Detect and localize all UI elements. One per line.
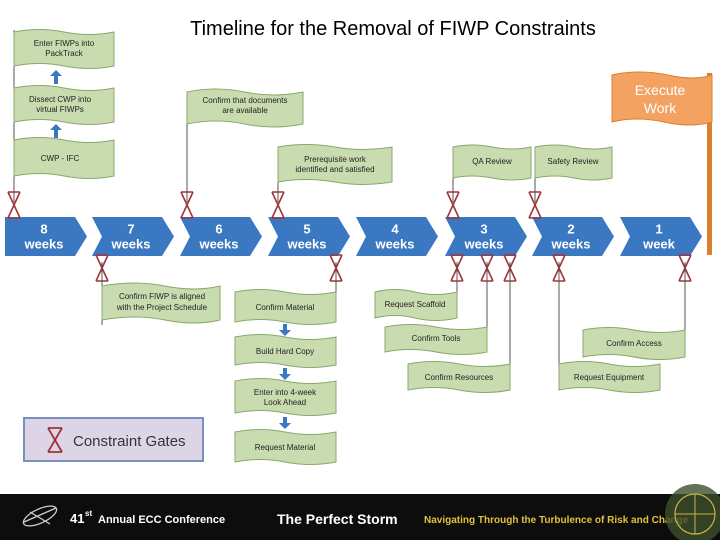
- svg-text:Enter FIWPs into: Enter FIWPs into: [34, 39, 95, 48]
- week-unit: weeks: [463, 237, 503, 252]
- svg-text:QA Review: QA Review: [472, 157, 512, 166]
- svg-text:Enter into 4-week: Enter into 4-week: [254, 388, 317, 397]
- svg-text:Confirm FIWP is aligned: Confirm FIWP is aligned: [119, 292, 205, 301]
- flag-enter-lookahead: Enter into 4-week Look Ahead: [234, 378, 337, 416]
- svg-text:with the Project Schedule: with the Project Schedule: [116, 303, 208, 312]
- flag-enter-fiwps: Enter FIWPs into PackTrack: [13, 29, 115, 69]
- constraint-gate-icon: [271, 191, 285, 219]
- top-stack-arrows: [50, 70, 62, 138]
- week-number: 8: [40, 222, 47, 237]
- execute-work-flag: Execute Work: [611, 71, 713, 255]
- svg-text:Work: Work: [644, 100, 677, 116]
- up-arrow-icon: [50, 70, 62, 84]
- legend-label: Constraint Gates: [73, 433, 186, 450]
- svg-text:Request Equipment: Request Equipment: [574, 373, 645, 382]
- constraint-gate-icon: [47, 427, 63, 453]
- svg-text:virtual FIWPs: virtual FIWPs: [36, 105, 84, 114]
- svg-text:Confirm Resources: Confirm Resources: [425, 373, 493, 382]
- flag-dissect-cwp: Dissect CWP into virtual FIWPs: [13, 85, 115, 125]
- constraint-gate-icon: [528, 191, 542, 219]
- week-unit: weeks: [198, 237, 238, 252]
- svg-text:Build Hard Copy: Build Hard Copy: [256, 347, 314, 356]
- svg-text:CWP - IFC: CWP - IFC: [41, 154, 80, 163]
- week-unit: weeks: [374, 237, 414, 252]
- flag-request-scaffold: Request Scaffold: [374, 289, 458, 321]
- week-unit: weeks: [550, 237, 590, 252]
- svg-text:Request Scaffold: Request Scaffold: [385, 300, 446, 309]
- constraint-gate-icon: [7, 191, 21, 219]
- flag-qa-review: QA Review: [452, 144, 532, 181]
- flag-confirm-fiwp: Confirm FIWP is aligned with the Project…: [101, 282, 221, 324]
- flag-confirm-material: Confirm Material: [234, 289, 337, 325]
- flag-confirm-resources: Confirm Resources: [407, 361, 511, 393]
- flag-request-equipment: Request Equipment: [558, 361, 661, 393]
- flag-confirm-access: Confirm Access: [582, 327, 686, 360]
- conference-suffix: st: [85, 509, 92, 518]
- svg-text:identified and satisfied: identified and satisfied: [295, 165, 374, 174]
- svg-text:Dissect CWP into: Dissect CWP into: [29, 95, 92, 104]
- down-arrow-icon: [279, 368, 291, 380]
- conference-number: 41: [70, 511, 84, 526]
- globe-graphic-icon: [665, 484, 720, 540]
- svg-text:Confirm Access: Confirm Access: [606, 339, 662, 348]
- conference-name: Annual ECC Conference: [98, 514, 225, 526]
- week-number: 5: [303, 222, 310, 237]
- footer-banner: 41 st Annual ECC Conference The Perfect …: [0, 484, 720, 540]
- down-arrow-icon: [279, 417, 291, 429]
- svg-text:PackTrack: PackTrack: [45, 49, 83, 58]
- svg-text:Confirm Material: Confirm Material: [256, 303, 315, 312]
- flag-confirm-tools: Confirm Tools: [384, 324, 488, 355]
- flag-request-material: Request Material: [234, 429, 337, 465]
- conference-logo-icon: [22, 505, 58, 527]
- flag-safety-review: Safety Review: [534, 144, 613, 181]
- constraint-gate-icon: [180, 191, 194, 219]
- week-number: 2: [567, 222, 574, 237]
- svg-text:Confirm that documents: Confirm that documents: [203, 96, 288, 105]
- svg-text:Prerequisite work: Prerequisite work: [304, 155, 367, 164]
- week-number: 4: [391, 222, 399, 237]
- week-unit: weeks: [23, 237, 63, 252]
- svg-text:Request Material: Request Material: [255, 443, 316, 452]
- svg-text:Confirm Tools: Confirm Tools: [412, 334, 461, 343]
- down-arrow-icon: [279, 324, 291, 336]
- svg-text:Execute: Execute: [635, 82, 686, 98]
- up-arrow-icon: [50, 124, 62, 138]
- week-unit: week: [642, 237, 676, 252]
- week-unit: weeks: [286, 237, 326, 252]
- week-number: 3: [480, 222, 487, 237]
- svg-text:Safety Review: Safety Review: [547, 157, 598, 166]
- flag-prerequisite: Prerequisite work identified and satisfi…: [277, 144, 393, 185]
- legend-box: Constraint Gates: [23, 417, 204, 462]
- week-number: 6: [215, 222, 222, 237]
- constraint-gate-icon: [446, 191, 460, 219]
- week-arrows: 8weeks7weeks6weeks5weeks4weeks3weeks2wee…: [5, 217, 702, 256]
- bottom-stack-arrows: [279, 324, 291, 429]
- svg-text:are available: are available: [222, 106, 268, 115]
- conference-tagline: Navigating Through the Turbulence of Ris…: [424, 515, 689, 526]
- flag-confirm-docs: Confirm that documents are available: [186, 88, 304, 128]
- week-unit: weeks: [110, 237, 150, 252]
- week-number: 7: [127, 222, 134, 237]
- flag-build-hard-copy: Build Hard Copy: [234, 334, 337, 368]
- conference-theme: The Perfect Storm: [277, 511, 398, 527]
- week-number: 1: [655, 222, 662, 237]
- diagram-title: Timeline for the Removal of FIWP Constra…: [190, 18, 596, 40]
- flag-cwp-ifc: CWP - IFC: [13, 137, 115, 179]
- svg-text:Look Ahead: Look Ahead: [264, 398, 306, 407]
